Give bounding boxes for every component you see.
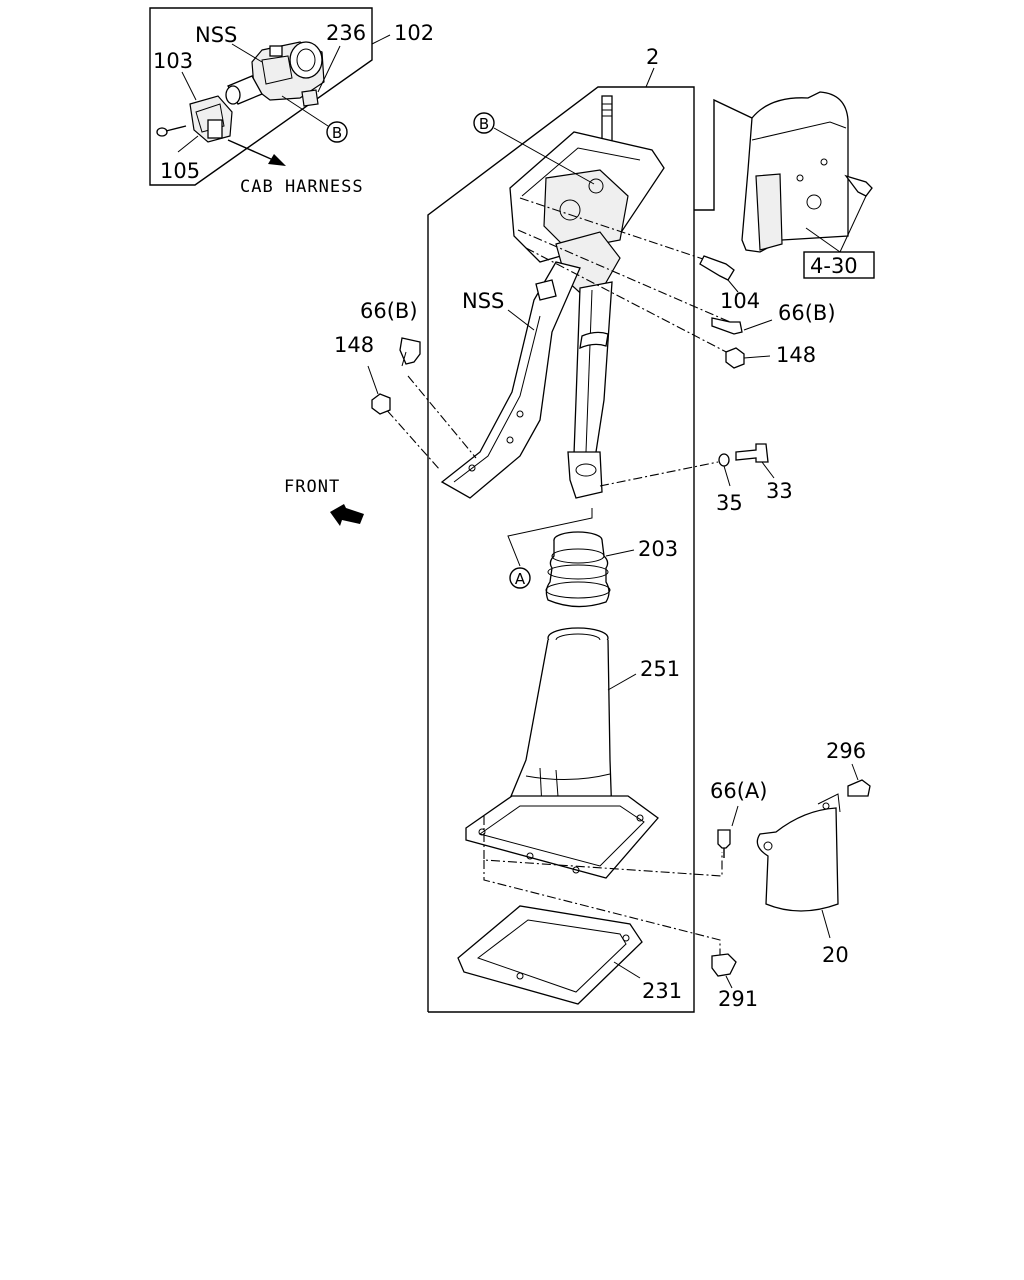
- nut-148-left: [367, 365, 391, 415]
- washer-35: [599, 453, 731, 487]
- label-203: 203: [638, 537, 678, 561]
- callout-b-top: B: [326, 121, 348, 143]
- boot-251: [465, 627, 723, 960]
- nut-148-right: [725, 347, 771, 369]
- screw-66a: [717, 805, 739, 858]
- label-nss-top: NSS: [195, 23, 237, 47]
- label-33: 33: [766, 479, 793, 503]
- label-nss-mid: NSS: [462, 289, 504, 313]
- callout-b-mid: B: [473, 112, 595, 185]
- label-105: 105: [160, 159, 200, 183]
- clip-291: [711, 953, 737, 989]
- main-assembly-frame: [427, 67, 695, 1013]
- bolt-66b-right: [711, 317, 773, 335]
- leader-nss-mid: [507, 309, 535, 331]
- label-66b-right: 66(B): [778, 301, 836, 325]
- label-20: 20: [822, 943, 849, 967]
- boot-203: [545, 531, 635, 608]
- label-251: 251: [640, 657, 680, 681]
- label-66a: 66(A): [710, 779, 767, 803]
- label-35: 35: [716, 491, 743, 515]
- callout-a: A: [507, 508, 593, 589]
- label-104: 104: [720, 289, 760, 313]
- bolt-66b-left: [399, 337, 421, 367]
- gasket-231: [457, 905, 643, 1005]
- label-148-right: 148: [776, 343, 816, 367]
- inset-switch-assembly: [149, 7, 391, 186]
- label-148-left: 148: [334, 333, 374, 357]
- label-103: 103: [153, 49, 193, 73]
- callout-b-mid-letter: B: [479, 115, 489, 133]
- label-front: FRONT: [284, 477, 340, 497]
- cover-panel: [694, 91, 875, 279]
- label-66b-left: 66(B): [360, 299, 418, 323]
- label-291: 291: [718, 987, 758, 1011]
- label-296: 296: [826, 739, 866, 763]
- label-2: 2: [646, 45, 659, 69]
- bolt-104: [699, 255, 739, 293]
- bracket-20: [756, 793, 841, 939]
- front-arrow: [330, 504, 364, 526]
- label-236: 236: [326, 21, 366, 45]
- label-cab-harness: CAB HARNESS: [240, 177, 364, 197]
- callout-b-top-letter: B: [332, 124, 342, 142]
- label-102: 102: [394, 21, 434, 45]
- ref-4-30: 4-30: [810, 254, 858, 278]
- bolt-33: [735, 443, 775, 479]
- bolt-296: [847, 763, 871, 797]
- label-231: 231: [642, 979, 682, 1003]
- callout-a-letter: A: [515, 570, 526, 588]
- shift-mechanism: [375, 95, 735, 499]
